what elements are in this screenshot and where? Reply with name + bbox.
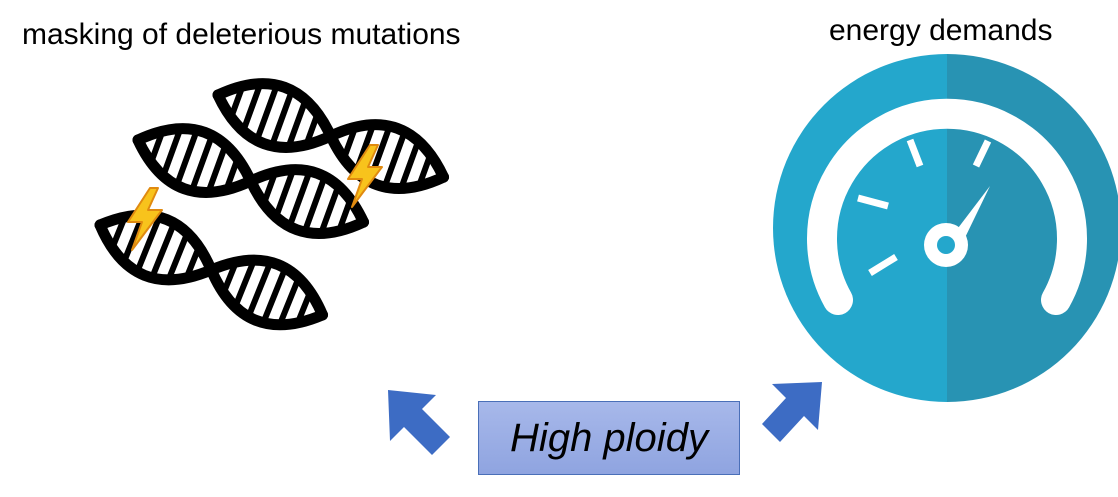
dna-double-helix-icon [132, 123, 370, 239]
label-energy-demands: energy demands [829, 14, 1053, 47]
lightning-bolt-icon [127, 187, 163, 251]
high-ploidy-label: High ploidy [510, 415, 708, 460]
speedometer-gauge-icon [773, 54, 1118, 402]
arrow-up-right [762, 382, 822, 442]
dna-double-helix-icon [212, 78, 450, 194]
arrow-up-left [388, 390, 450, 455]
label-masking-deleterious-mutations: masking of deleterious mutations [22, 18, 461, 51]
high-ploidy-box: High ploidy [478, 401, 740, 475]
dna-double-helix-icon [94, 209, 329, 331]
lightning-bolt-icon [347, 144, 383, 208]
